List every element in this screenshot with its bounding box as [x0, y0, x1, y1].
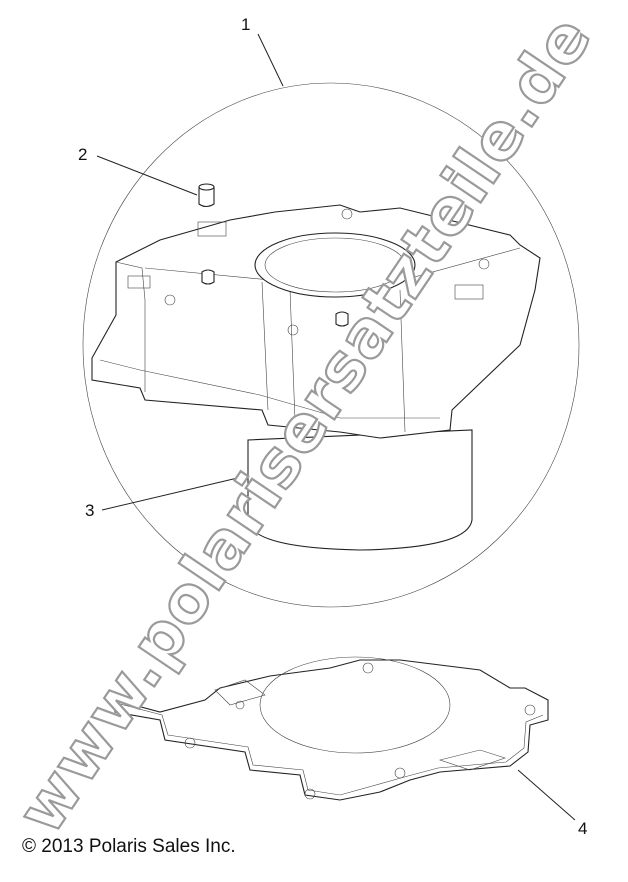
callout-3: 3 — [85, 501, 94, 520]
callout-4: 4 — [578, 819, 587, 838]
cylinder-sleeve — [247, 429, 473, 551]
leader-line-4 — [517, 769, 576, 821]
copyright-notice: © 2013 Polaris Sales Inc. — [22, 836, 236, 857]
callout-1: 1 — [241, 15, 250, 34]
callout-2: 2 — [78, 145, 87, 164]
cylinder-gasket — [114, 656, 549, 801]
leader-line-2 — [96, 155, 198, 196]
leader-line-3 — [101, 475, 247, 511]
assembly-circle — [82, 82, 580, 608]
leader-line-1 — [257, 33, 284, 87]
cylinder-block — [91, 204, 541, 439]
dowel-pin — [198, 183, 215, 208]
